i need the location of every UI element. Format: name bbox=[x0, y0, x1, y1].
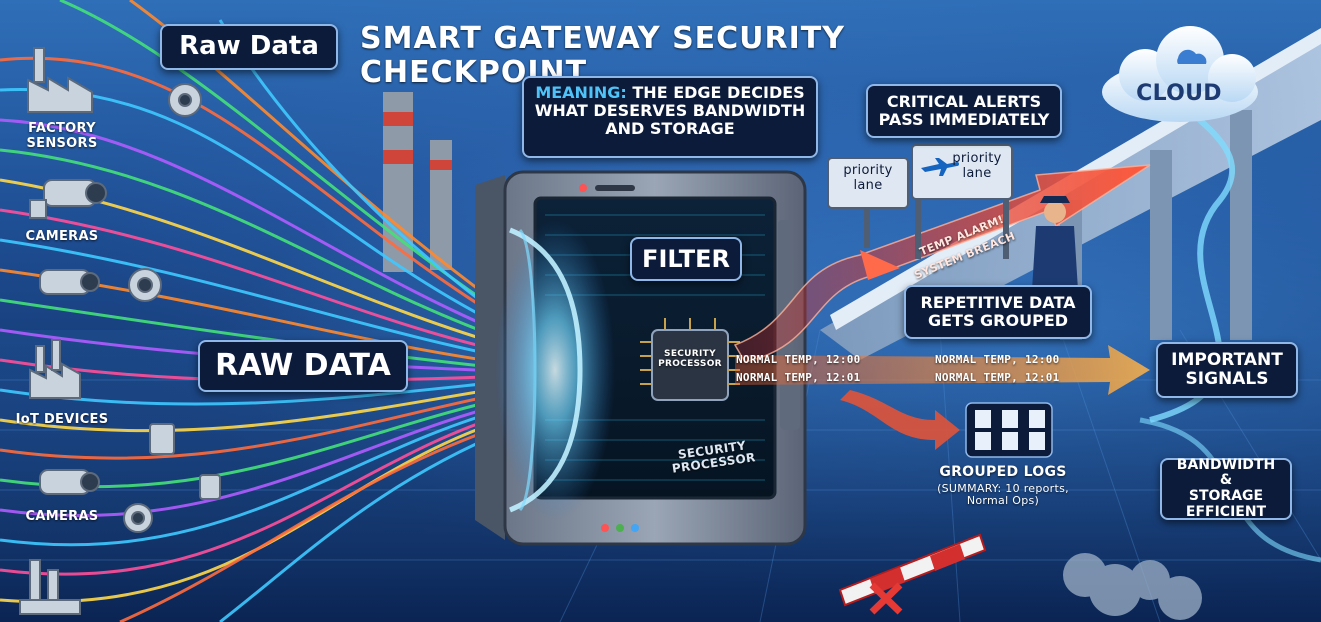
raw-data-tag-large: RAW DATA bbox=[198, 340, 408, 392]
filter-label: FILTER bbox=[630, 237, 742, 281]
meaning-text: THE EDGE DECIDES WHAT DESERVES BANDWIDTH… bbox=[534, 83, 806, 138]
normal-signal-arrow bbox=[735, 345, 1150, 395]
grouped-data-arrow bbox=[840, 390, 960, 450]
chip-label: SECURITY PROCESSOR bbox=[658, 349, 722, 370]
smoke-cloud bbox=[1063, 553, 1202, 620]
source-label-cameras-bottom: CAMERAS bbox=[25, 509, 99, 524]
meaning-callout: MEANING: THE EDGE DECIDES WHAT DESERVES … bbox=[522, 76, 818, 158]
source-label-iot-devices: IoT DEVICES bbox=[15, 412, 109, 427]
priority-sign-1-label: priority lane bbox=[843, 163, 893, 193]
log-line-2-inner: NORMAL TEMP, 12:01 bbox=[736, 371, 861, 384]
priority-sign-2-label: priority lane bbox=[952, 151, 1002, 181]
log-line-1-inner: NORMAL TEMP, 12:00 bbox=[736, 353, 861, 366]
page-title: SMART GATEWAY SECURITY CHECKPOINT bbox=[360, 21, 845, 90]
source-icons bbox=[19, 47, 221, 615]
raw-data-tag-small: Raw Data bbox=[160, 24, 338, 70]
cloud-shape bbox=[1102, 26, 1258, 122]
source-label-cameras-top: CAMERAS bbox=[25, 229, 99, 244]
log-line-2-outer: NORMAL TEMP, 12:01 bbox=[935, 371, 1060, 384]
grouped-logs-title: GROUPED LOGS bbox=[939, 464, 1067, 480]
efficiency-callout: BANDWIDTH & STORAGE EFFICIENT bbox=[1160, 457, 1292, 520]
filter-shield bbox=[495, 220, 615, 520]
security-guard-figure bbox=[1032, 196, 1078, 290]
repetitive-data-callout: REPETITIVE DATA GETS GROUPED bbox=[904, 285, 1092, 339]
important-signals-callout: IMPORTANT SIGNALS bbox=[1156, 342, 1298, 398]
priority-signs bbox=[827, 144, 1013, 259]
source-label-factory-sensors: FACTORY SENSORS bbox=[26, 121, 98, 151]
meaning-keyword: MEANING: bbox=[535, 83, 627, 102]
barrier bbox=[838, 533, 987, 615]
grouped-logs-detail: (SUMMARY: 10 reports, Normal Ops) bbox=[937, 482, 1069, 508]
log-line-1-outer: NORMAL TEMP, 12:00 bbox=[935, 353, 1060, 366]
cloud-label: CLOUD bbox=[1136, 81, 1222, 106]
grouped-logs-icons bbox=[965, 402, 1053, 458]
critical-alerts-callout: CRITICAL ALERTS PASS IMMEDIATELY bbox=[866, 84, 1062, 138]
